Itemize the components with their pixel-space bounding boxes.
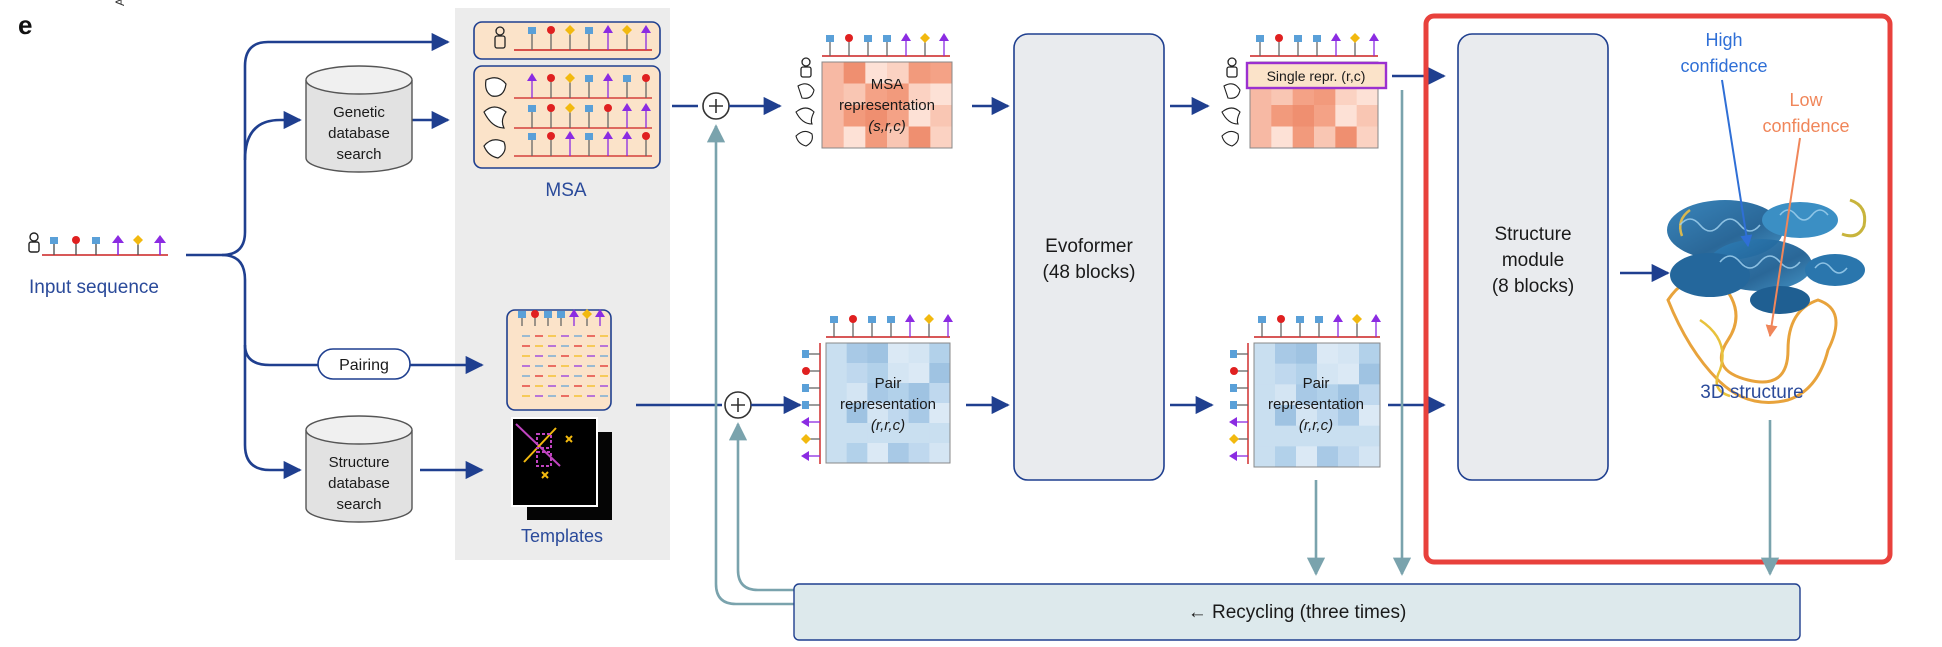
recycling-arrows [706,90,1780,606]
structure-module-line3: (8 blocks) [1492,276,1574,297]
structure-module-highlight [1423,13,1893,565]
msa-residue-glyphs [527,25,651,156]
high-confidence-line2: confidence [1680,56,1767,76]
genetic-db-line3: search [336,146,381,163]
msa-representation-block: MSA representation (s,r,c) [821,55,953,149]
input-sequence-label: Input sequence [29,277,159,298]
structure-module-block: Structure module (8 blocks) [1457,33,1609,481]
msa-repr-species-icons [795,57,815,147]
pairing-label: Pairing [339,357,389,374]
low-confidence-line1: Low [1789,90,1823,110]
structure-db-line2: database [328,475,390,492]
templates-label: Templates [521,526,603,546]
protein-3d-structure-image [1666,198,1867,404]
input-branch-arrows [186,32,484,480]
pair-out-line1: Pair [1303,375,1330,392]
pair-repr-line1: Pair [875,375,902,392]
recycling-label: ← Recycling (three times) [1188,602,1407,623]
structure-database-cylinder: Structure database search [305,415,413,523]
single-repr-species-icons [1221,57,1241,147]
structure-module-line2: module [1502,250,1564,271]
structure-module-line1: Structure [1494,224,1571,245]
panel-label: e [18,10,32,40]
pairing-pill: Pairing [317,348,411,380]
low-confidence-line2: confidence [1762,116,1849,136]
msa-bottom-rows [473,65,661,169]
pair-representation-block: Pair representation (r,r,c) [819,336,951,464]
structure-db-line3: search [336,496,381,513]
msa-label: MSA [545,180,587,201]
msa-repr-line3: (s,r,c) [868,118,906,135]
pair-sum-node [636,391,802,419]
pair-representation-output-block: Pair representation (r,r,c) [1247,336,1381,468]
single-repr-label: Single repr. (r,c) [1267,68,1366,84]
genetic-database-cylinder: Genetic database search [305,65,413,173]
msa-repr-line2: representation [839,97,935,114]
high-confidence-line1: High [1705,30,1742,50]
pair-repr-residue-glyphs [801,314,953,461]
genetic-db-line2: database [328,125,390,142]
template-pair-grid-glyphs [518,309,608,397]
msa-top-row [473,21,661,60]
structure-db-line1: Structure [329,454,390,471]
evoformer-line1: Evoformer [1045,236,1133,257]
evoformer-block: Evoformer (48 blocks) [966,33,1214,481]
template-pair-grid [506,309,612,411]
genetic-db-line1: Genetic [333,104,385,121]
pair-repr-line3: (r,r,c) [871,417,905,434]
structure-3d-label: 3D structure [1700,382,1803,403]
template-images [511,417,612,520]
recycling-bar: ← Recycling (three times) [793,583,1801,641]
input-sequence-glyph [28,232,168,256]
msa-repr-line1: MSA [871,76,904,93]
corner-mark: A [113,0,127,6]
msa-sum-node [672,92,782,120]
evoformer-line2: (48 blocks) [1043,262,1136,283]
msa-repr-residue-glyphs [826,33,949,56]
single-representation-block: Single repr. (r,c) [1245,55,1388,149]
pair-out-line3: (r,r,c) [1299,417,1333,434]
high-confidence-pointer [1721,79,1753,248]
pair-repr-line2: representation [840,396,936,413]
single-repr-residue-glyphs [1256,33,1379,56]
low-confidence-pointer [1765,137,1801,338]
pair-out-residue-glyphs [1229,314,1381,461]
pair-out-line2: representation [1268,396,1364,413]
